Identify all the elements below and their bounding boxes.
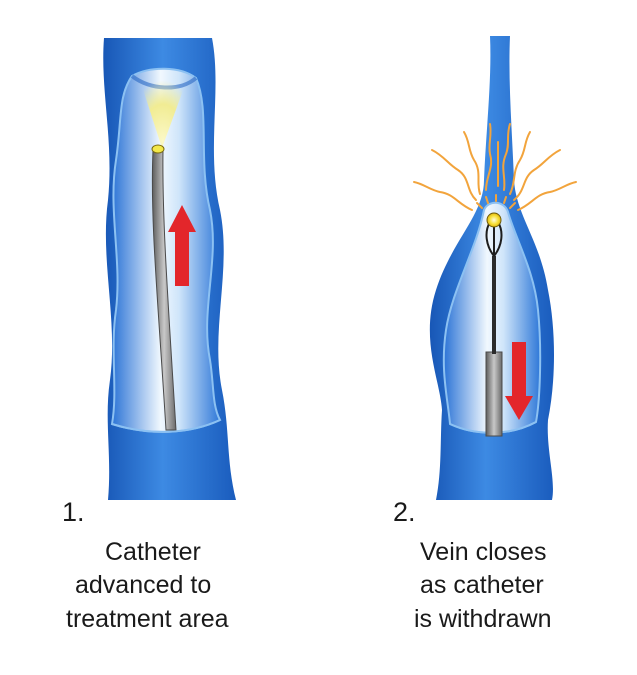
heat-rays bbox=[413, 123, 577, 211]
panel-2 bbox=[413, 36, 577, 500]
catheter-2 bbox=[485, 351, 503, 437]
catheter-1 bbox=[151, 149, 177, 431]
step-2-number: 2. bbox=[393, 497, 416, 527]
step-1-caption-line-1: Catheter bbox=[105, 538, 201, 566]
step-2-caption-line-1: Vein closes bbox=[420, 538, 547, 566]
step-2-caption-line-2: as catheter bbox=[420, 571, 544, 599]
step-2-caption-line-3: is withdrawn bbox=[414, 605, 552, 633]
catheter-tip-1 bbox=[151, 144, 165, 154]
catheter-wire bbox=[492, 256, 496, 354]
step-1-number: 1. bbox=[62, 497, 85, 527]
arrow-up-icon bbox=[168, 205, 196, 286]
panel-1 bbox=[103, 38, 236, 500]
heat-bulb bbox=[486, 212, 502, 228]
light-cone bbox=[140, 72, 186, 148]
step-1-caption-line-2: advanced to bbox=[75, 571, 212, 599]
glow-ticks bbox=[476, 194, 516, 209]
arrow-down-icon bbox=[505, 342, 533, 420]
step-1-caption-line-3: treatment area bbox=[66, 605, 229, 633]
